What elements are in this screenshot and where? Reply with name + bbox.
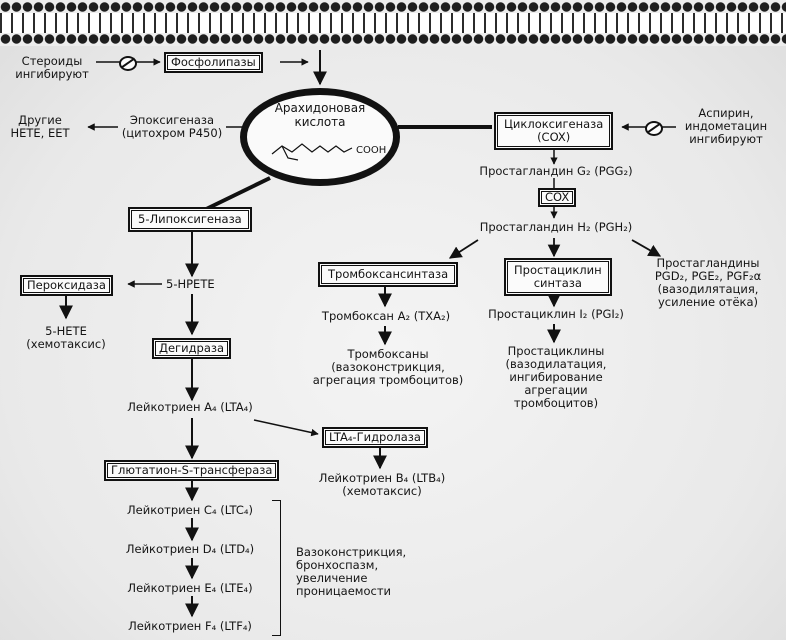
phospholipase-box: Фосфолипазы: [164, 52, 263, 73]
ltb4-label: Лейкотриен B₄ (LTB₄)(хемотаксис): [318, 471, 446, 498]
inhibit-icon: [645, 121, 663, 136]
arrow-lta4-hydrolase: [253, 419, 319, 437]
ltd4-label: Лейкотриен D₄ (LTD₄): [125, 542, 255, 556]
thromboxane-synthase-box: Тромбоксансинтаза: [318, 262, 459, 287]
epoxygenase-label: Эпоксигеназа(цитохром P450): [121, 113, 223, 140]
lipoxygenase-box: 5-Липоксигеназа: [128, 207, 252, 232]
lte4-label: Лейкотриен E₄ (LTE₄): [127, 581, 253, 595]
lta4-hydrolase-box: LTA₄-Гидролаза: [322, 427, 428, 448]
leukotriene-bracket: [272, 500, 281, 636]
cyclooxygenase-box: Циклоксигеназа(COX): [494, 112, 614, 150]
cooh-label: COOH: [356, 145, 387, 156]
arachidonic-acid-node: [240, 88, 400, 186]
thromboxanes-label: Тромбоксаны(вазоконстрикция,агрегация тр…: [312, 347, 464, 387]
arrow-pgh2-prostaglandins: [631, 239, 662, 257]
txa2-label: Тромбоксан A₂ (TXA₂): [321, 309, 451, 323]
inhibit-icon: [119, 56, 137, 71]
ltf4-label: Лейкотриен F₄ (LTF₄): [128, 619, 252, 633]
glutathione-transferase-box: Глютатион-S-трансфераза: [104, 460, 280, 481]
cox-box: COX: [538, 188, 577, 207]
arachidonic-structure-icon: [271, 143, 353, 161]
pgg2-label: Простагландин G₂ (PGG₂): [479, 164, 633, 178]
hpete-label: 5-HPETE: [166, 277, 215, 291]
cell-membrane: [0, 0, 786, 46]
pgh2-label: Простагландин H₂ (PGH₂): [479, 220, 633, 234]
hete-label: 5-HETE(хемотаксис): [26, 324, 106, 351]
prostacyclins-label: Простациклины(вазодилатация, ингибирован…: [505, 344, 607, 410]
pgi2-label: Простациклин I₂ (PGI₂): [488, 307, 624, 321]
arrow-pgh2-thromboxane-synthase: [448, 239, 479, 259]
ltc4-label: Лейкотриен C₄ (LTC₄): [127, 503, 253, 517]
dehydrase-box: Дегидраза: [152, 338, 232, 359]
lta4-label: Лейкотриен A₄ (LTA₄): [127, 400, 253, 414]
peroxidase-box: Пероксидаза: [20, 275, 113, 296]
